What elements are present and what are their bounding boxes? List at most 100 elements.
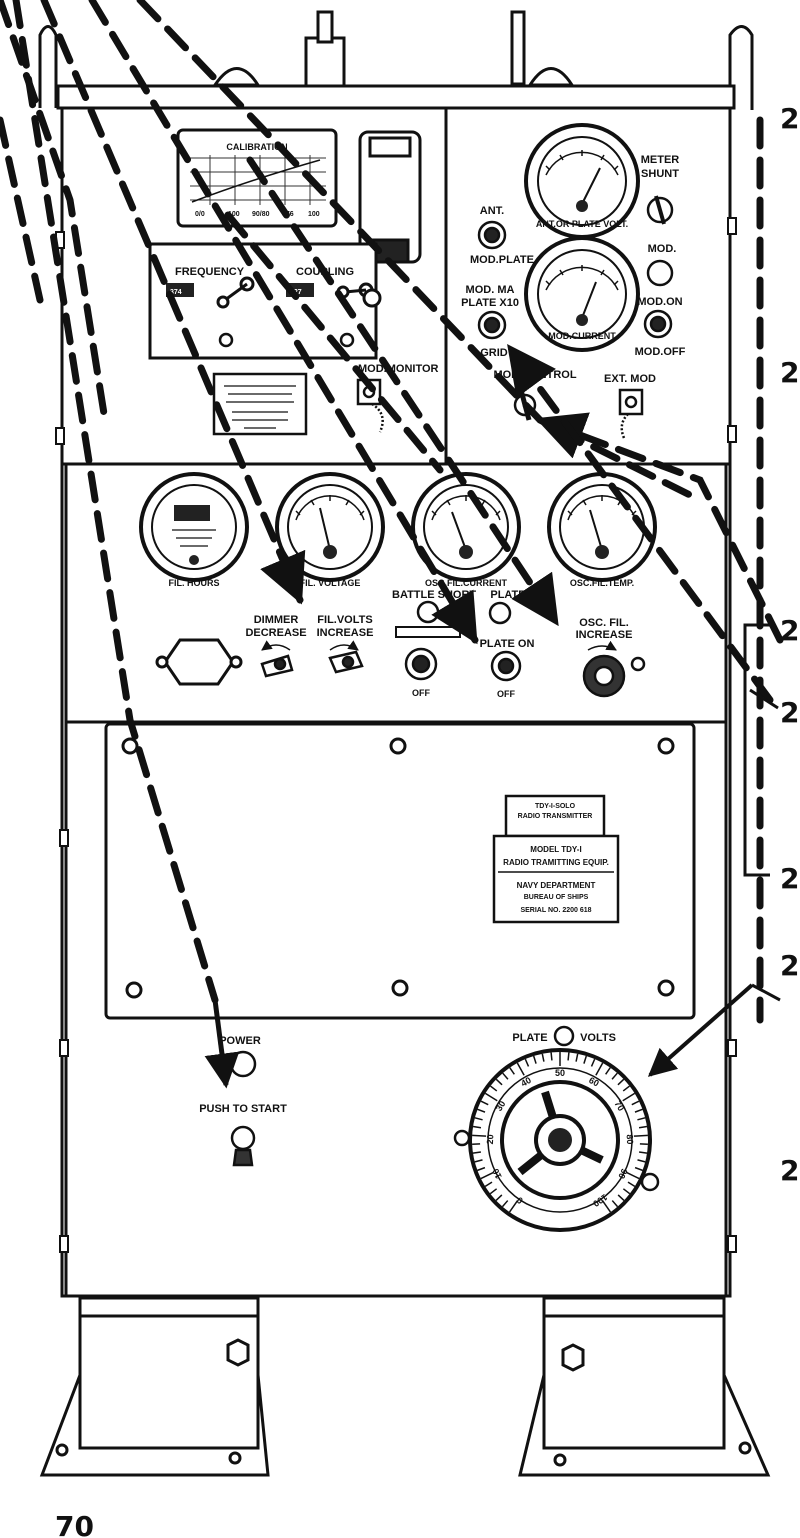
dial-tick — [480, 1100, 489, 1106]
callout-number: 2 — [780, 862, 799, 895]
dial-tick — [524, 1058, 530, 1067]
dial-tick — [611, 1200, 619, 1208]
left-dome-insulator — [212, 67, 261, 87]
meter-mod-current-caption: MOD.CURRENT — [548, 331, 616, 341]
power-lamp — [229, 1050, 257, 1078]
battle-short-bracket — [395, 626, 461, 638]
dial-tick — [622, 1085, 630, 1092]
dial-tick — [541, 1053, 545, 1062]
calibration-chart: CALIBRATION 0/0 100 90/80 876 100 — [176, 128, 338, 228]
dial-tick — [484, 1092, 498, 1102]
right-dome-insulator — [527, 67, 575, 87]
plate-volts-label: PLATE — [512, 1032, 547, 1044]
mod-off-label: MOD.OFF — [635, 346, 686, 358]
osc-fil-temp-caption: OSC.FIL.TEMP. — [570, 578, 634, 588]
mod-on-label: MOD.ON — [637, 296, 682, 308]
dial-tick — [638, 1125, 648, 1129]
battle-short-switch[interactable] — [404, 647, 438, 681]
fil-volts-toggle[interactable] — [328, 650, 364, 674]
dial-tick — [601, 1200, 612, 1213]
dial-tick — [595, 1062, 604, 1076]
mod-ma-label: PLATE X10 — [461, 297, 519, 309]
push-to-start-button[interactable] — [230, 1125, 256, 1167]
frequency-label: FREQUENCY — [175, 266, 245, 278]
dial-tick — [637, 1117, 646, 1121]
dial-tick — [474, 1159, 483, 1163]
callout-number: 2 — [780, 949, 799, 982]
dial-tick — [472, 1151, 482, 1154]
plate-volts-lamp — [553, 1025, 575, 1047]
dial-tick — [617, 1078, 625, 1086]
fil-volts-label: INCREASE — [317, 627, 374, 639]
calibration-title: CALIBRATION — [226, 142, 287, 152]
dial-tick — [583, 1055, 588, 1064]
dial-number: 50 — [555, 1068, 565, 1078]
grid-label: GRID — [480, 347, 508, 359]
mod-on-off-switch[interactable] — [643, 309, 673, 339]
plate-label: PLATE — [490, 589, 525, 601]
margin-callout-numbers: 2 2 2 2 2 2 2 — [780, 102, 799, 1187]
dial-tick — [495, 1078, 503, 1086]
dial-tick — [495, 1194, 503, 1202]
mod-monitor-label: MOD.MONITOR — [358, 363, 439, 375]
mod-ma-grid-switch[interactable] — [477, 310, 507, 340]
plate-on-switch[interactable] — [490, 650, 522, 682]
callout-bracket — [743, 623, 770, 877]
dimmer-toggle[interactable] — [260, 654, 294, 678]
dial-tick — [637, 1159, 646, 1163]
calibration-tick: 100 — [308, 211, 320, 218]
dimmer-label: DECREASE — [245, 627, 306, 639]
dial-number: 80 — [625, 1134, 636, 1145]
dial-tick — [502, 1072, 509, 1080]
callout-number: 2 — [780, 102, 799, 135]
calibration-tick: 100 — [228, 211, 240, 218]
dial-number: 10 — [490, 1167, 503, 1180]
dial-number: 60 — [587, 1075, 601, 1089]
calibration-tick: 0/0 — [195, 211, 205, 218]
dial-tick — [490, 1085, 498, 1092]
dial-number: 30 — [494, 1099, 508, 1113]
frequency-crank[interactable] — [216, 276, 255, 309]
callout-number: 2 — [780, 356, 799, 389]
dial-number: 0 — [515, 1195, 525, 1206]
meter-fil-hours: FIL. HOURS — [139, 472, 249, 588]
dial-tick — [472, 1125, 482, 1129]
dial-tick — [634, 1166, 643, 1172]
antenna-connector — [304, 36, 346, 92]
dial-tick — [631, 1100, 640, 1106]
dial-ticks — [472, 1052, 648, 1213]
dial-tick — [627, 1181, 636, 1188]
callout-number: 2 — [780, 1154, 799, 1187]
ant-selector-knob[interactable] — [477, 220, 507, 250]
fil-volts-label: FIL.VOLTS — [317, 614, 372, 626]
right-leg — [542, 1296, 726, 1450]
osc-fil-label: OSC. FIL. — [579, 617, 629, 629]
osc-fil-current-caption: OSC.FIL.CURRENT — [425, 578, 508, 588]
osc-fil-knob[interactable] — [582, 654, 646, 698]
power-label: POWER — [219, 1035, 261, 1047]
meter-ant-plate-volt: ANT.OR PLATE VOLT. — [524, 123, 640, 239]
dial-number: 70 — [612, 1099, 626, 1113]
left-lifting-eye — [38, 25, 58, 108]
cabinet-legs — [39, 1296, 771, 1477]
dial-number: 90 — [616, 1167, 629, 1180]
dial-tick — [516, 1062, 525, 1076]
mod-ma-label: MOD. MA — [466, 284, 515, 296]
meter-shunt-label: METER — [641, 154, 680, 166]
ext-mod-jack[interactable] — [618, 388, 644, 439]
dial-tick — [489, 1188, 498, 1195]
dial-tick — [501, 1200, 509, 1208]
dial-tick — [633, 1134, 648, 1137]
antenna-rod — [510, 10, 526, 86]
dial-tick — [484, 1181, 493, 1188]
meter-shunt-switch[interactable] — [646, 195, 674, 225]
dial-tick — [575, 1053, 579, 1062]
dial-number: 40 — [519, 1075, 533, 1089]
meter-osc-fil-current: OSC.FIL.CURRENT — [411, 472, 521, 588]
dial-tick — [638, 1151, 648, 1154]
dial-tick — [590, 1058, 596, 1067]
coupling-crank[interactable] — [336, 282, 382, 308]
nameplate-small-line: RADIO TRANSMITTER — [518, 813, 593, 820]
